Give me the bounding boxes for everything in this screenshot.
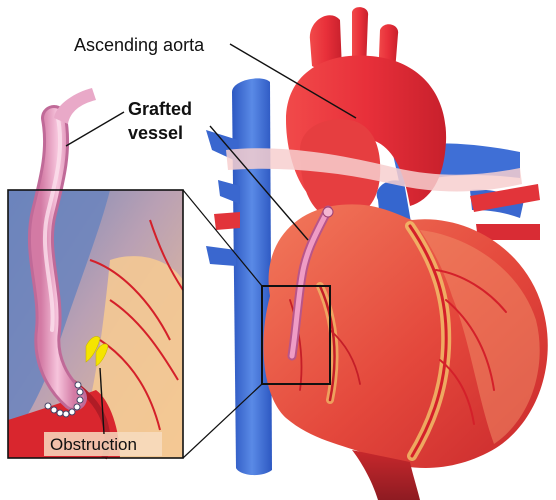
label-grafted-vessel-line1: Grafted — [128, 100, 192, 118]
superior-vena-cava — [206, 78, 272, 475]
label-ascending-aorta: Ascending aorta — [74, 36, 204, 54]
leader-line-grafted-vessel-inset — [66, 112, 124, 146]
label-obstruction: Obstruction — [50, 436, 137, 453]
label-grafted-vessel-line2: vessel — [128, 124, 183, 142]
